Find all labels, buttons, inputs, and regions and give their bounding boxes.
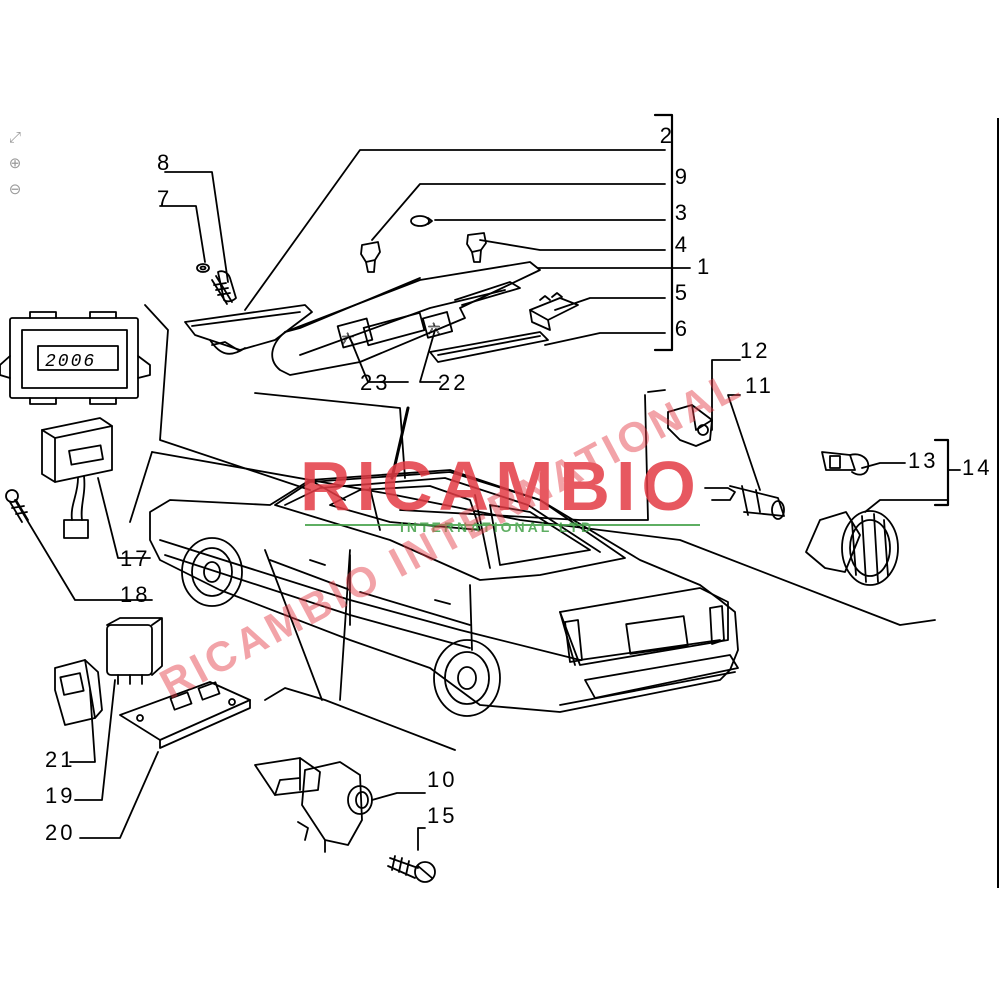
holder-21: [54, 659, 103, 726]
screw-8: [211, 270, 237, 305]
part-label-11: 11: [745, 373, 774, 398]
part-label-8: 8: [157, 150, 172, 175]
part-label-12: 12: [740, 338, 770, 363]
part-label-19: 19: [45, 783, 75, 808]
svg-text:六: 六: [342, 332, 354, 346]
svg-text:六: 六: [428, 322, 440, 336]
part-label-6: 6: [675, 316, 690, 341]
visor-clip-2: [184, 304, 313, 355]
part-labels: 2 9 3 4 1 5 6 8 7 23 22 12 11 13 14 17 1…: [45, 123, 992, 845]
part-label-2: 2: [660, 123, 675, 148]
screw-15: [387, 855, 436, 883]
page-edge-line: [997, 118, 999, 888]
part-label-15: 15: [427, 803, 457, 828]
part-label-17: 17: [120, 546, 150, 571]
part-label-3: 3: [675, 200, 690, 225]
leader-lines: [14, 113, 961, 851]
part-label-10: 10: [427, 767, 457, 792]
bulb-13: [821, 451, 870, 476]
part-label-14: 14: [962, 455, 992, 480]
watermark-tagline: INTERNATIONAL LTD: [400, 519, 594, 535]
part-label-22: 22: [438, 370, 468, 395]
clock-module: [0, 311, 151, 405]
roof-console-1: 六 六: [271, 261, 541, 376]
lens-6: [429, 331, 549, 363]
part-label-1: 1: [697, 254, 712, 279]
bulb-4: [466, 232, 487, 263]
bracket-20: [119, 681, 251, 749]
bulb-9: [360, 241, 381, 273]
part-label-23: 23: [360, 370, 390, 395]
watermark: RICAMBIO INTERNATIONAL LTD RICAMBIO INTE…: [152, 360, 750, 708]
lamp-14: [805, 510, 899, 586]
part-label-21: 21: [45, 747, 75, 772]
lamp-holder-12: [667, 404, 713, 447]
zoom-out-icon[interactable]: ⊖: [8, 181, 22, 198]
plate-lamp-17: [41, 417, 113, 539]
washer-7: [196, 263, 210, 273]
switch-5: [529, 292, 579, 331]
part-label-20: 20: [45, 820, 75, 845]
zoom-in-icon[interactable]: ⊕: [8, 155, 22, 172]
car-illustration: [149, 469, 739, 717]
bulb-11: [704, 485, 785, 520]
part-label-9: 9: [675, 164, 690, 189]
clock-display: 2006: [45, 352, 96, 372]
part-label-18: 18: [120, 582, 150, 607]
bulb-3: [410, 215, 433, 227]
screw-18: [5, 489, 29, 523]
relay-19: [106, 617, 163, 685]
watermark-brand: RICAMBIO: [300, 447, 702, 525]
part-label-4: 4: [675, 232, 690, 257]
watermark-diagonal: RICAMBIO INTERNATIONAL: [152, 360, 750, 708]
part-label-7: 7: [157, 186, 172, 211]
fit-to-screen-icon[interactable]: ⤢: [8, 129, 21, 146]
part-label-13: 13: [908, 448, 938, 473]
part-label-5: 5: [675, 280, 690, 305]
door-switch-10: [254, 757, 373, 853]
